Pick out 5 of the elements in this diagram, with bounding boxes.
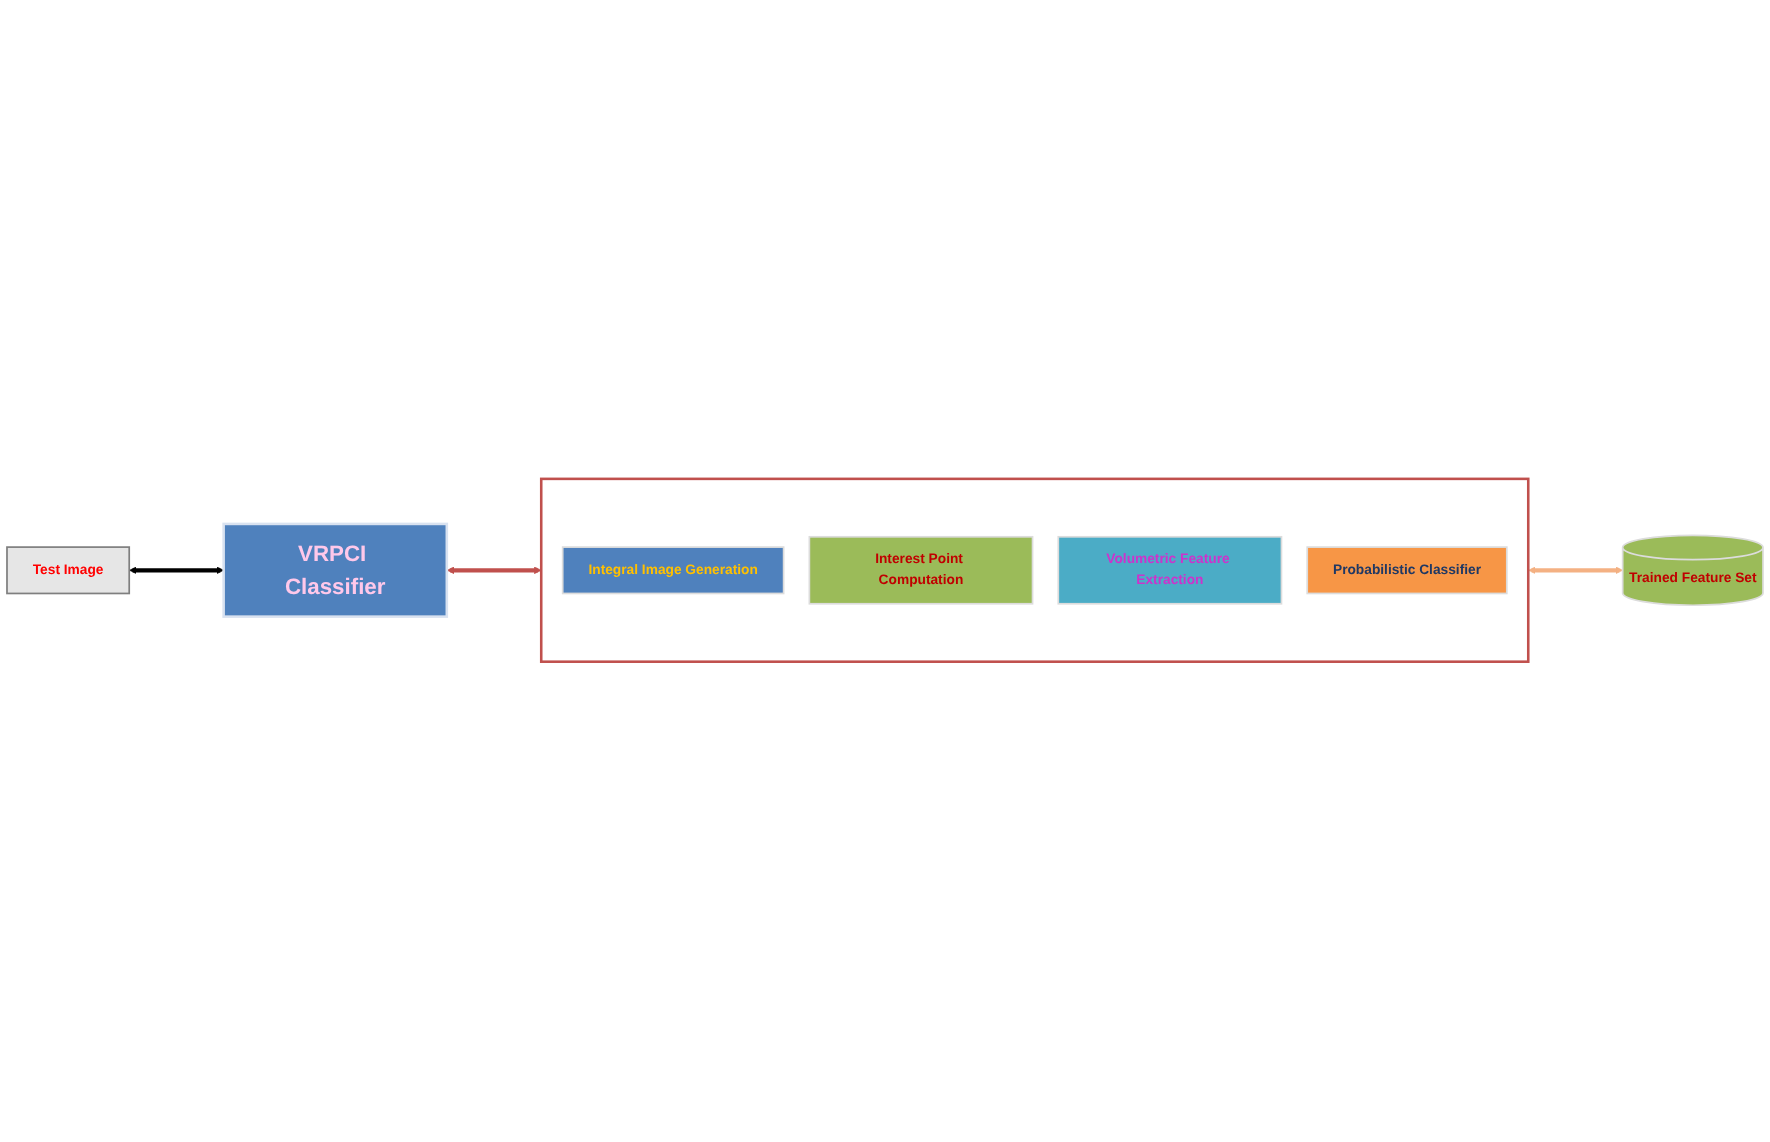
arrow (129, 567, 224, 575)
node-box: VRPCI Classifier (222, 523, 449, 619)
arrow (446, 567, 542, 575)
arrow (1528, 567, 1623, 575)
cluster (539, 478, 1530, 664)
